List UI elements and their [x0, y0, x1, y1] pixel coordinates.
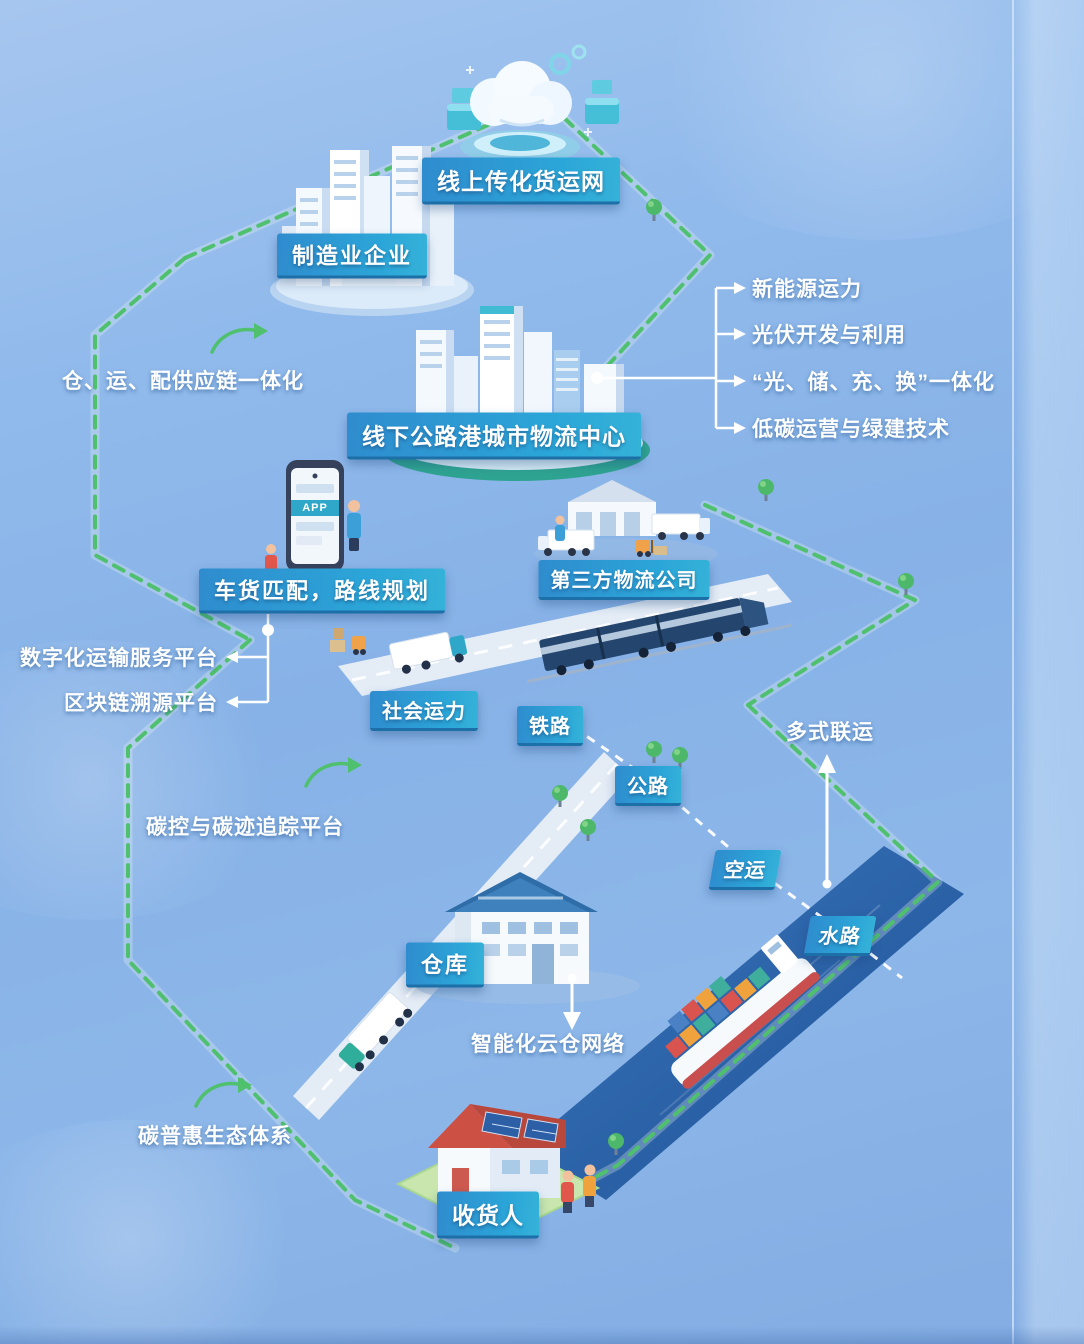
truck-icon — [651, 513, 710, 540]
person-figure — [583, 1164, 596, 1207]
note-energy-branch-1: 新能源运力 — [752, 278, 862, 301]
label-waterway: 水路 — [803, 916, 877, 956]
trees — [552, 199, 914, 1155]
label-third-party-logistics: 第三方物流公司 — [538, 560, 710, 600]
label-online-freight-network: 线上传化货运网 — [422, 157, 620, 205]
note-carbon-tracking: 碳控与碳迹追踪平台 — [146, 816, 344, 839]
note-digital-platform: 数字化运输服务平台 — [20, 647, 218, 670]
multimodal-arrow — [818, 754, 836, 889]
note-energy-branch-2: 光伏开发与利用 — [752, 324, 906, 347]
cloud-icon — [470, 61, 572, 127]
freight-train-illustration — [526, 597, 792, 683]
bottom-truck-illustration — [338, 992, 413, 1072]
label-air-freight: 空运 — [708, 850, 782, 890]
forklift-icon — [352, 636, 366, 655]
server-cube-icon — [585, 80, 619, 124]
cloud-warehouse-arrow — [563, 973, 581, 1030]
person-figure — [555, 515, 565, 541]
consignee-house-illustration — [395, 1104, 601, 1238]
container-ship-illustration — [665, 934, 820, 1089]
note-energy-branch-3: “光、储、充、换”一体化 — [752, 371, 995, 394]
gear-icon — [571, 44, 587, 60]
forklift-icon — [636, 540, 667, 557]
note-energy-branch-4: 低碳运营与绿建技术 — [752, 418, 950, 441]
energy-branch-connector — [591, 282, 746, 434]
third-party-logistics-illustration — [534, 480, 718, 570]
phone-app-text: APP — [302, 502, 328, 514]
note-carbon-ecosystem: 碳普惠生态体系 — [138, 1125, 292, 1148]
note-multimodal: 多式联运 — [786, 721, 874, 744]
gear-icon — [549, 53, 571, 75]
label-warehouse: 仓库 — [405, 942, 485, 988]
label-cargo-matching: 车货匹配，路线规划 — [198, 568, 446, 614]
label-social-capacity: 社会运力 — [370, 691, 478, 731]
person-figure — [347, 500, 361, 551]
label-railway: 铁路 — [517, 706, 583, 746]
cloud-network-illustration — [447, 44, 619, 164]
containers — [665, 966, 771, 1059]
page-bottom-shade — [0, 1326, 1084, 1344]
solar-panel-icon — [481, 1111, 559, 1143]
eco-swoosh-arrows — [194, 323, 362, 1108]
loading-crates — [330, 628, 366, 655]
label-manufacturing: 制造业企业 — [276, 233, 428, 279]
label-logistics-center: 线下公路港城市物流中心 — [347, 412, 641, 460]
label-consignee: 收货人 — [437, 1191, 539, 1239]
note-blockchain-platform: 区块链溯源平台 — [64, 692, 218, 715]
label-highway: 公路 — [615, 766, 681, 806]
note-supply-chain: 仓、运、配供应链一体化 — [62, 370, 304, 393]
note-cloud-warehouse: 智能化云仓网络 — [471, 1033, 625, 1056]
social-capacity-truck — [388, 631, 468, 674]
person-figure — [561, 1170, 574, 1213]
platform-branch-connector — [226, 614, 274, 708]
sparkle-icon — [466, 66, 592, 136]
